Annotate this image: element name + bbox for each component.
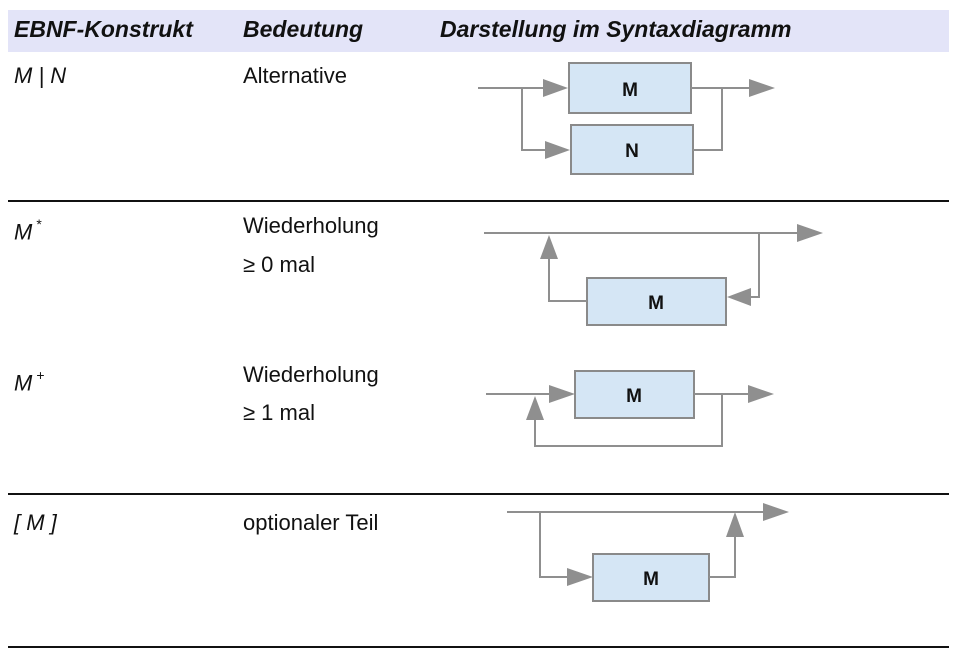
table-header [8,10,949,52]
construct-plus: M+ [14,367,45,396]
meaning-star-line1: Wiederholung [243,213,379,238]
table-bottom-rule [8,646,949,648]
construct-alternative: M | N [14,63,67,88]
meaning-optional: optionaler Teil [243,510,379,535]
diagram-optional: M [507,503,789,602]
row-divider [8,493,949,495]
meaning-plus-line2: ≥ 1 mal [243,400,315,425]
construct-star: M* [14,216,42,245]
diagram-star: M [484,224,823,326]
meaning-star-line2: ≥ 0 mal [243,252,315,277]
construct-optional: [ M ] [14,510,57,535]
box-m-label: M [643,569,659,590]
box-m [592,553,710,602]
box-m-label: M [622,80,638,101]
meaning-plus-line1: Wiederholung [243,362,379,387]
row-divider [8,200,949,202]
box-m-label: M [648,293,664,314]
header-diagram: Darstellung im Syntaxdiagramm [440,16,792,42]
header-construct: EBNF-Konstrukt [14,16,193,42]
meaning-alternative: Alternative [243,63,347,88]
box-n-label: N [625,141,639,162]
box-m [568,62,692,114]
header-meaning: Bedeutung [243,16,364,42]
box-m-label: M [626,386,642,407]
box-n [570,124,694,175]
box-m [586,277,727,326]
diagram-plus: M [486,370,774,447]
diagram-alternative: M N [478,62,775,175]
